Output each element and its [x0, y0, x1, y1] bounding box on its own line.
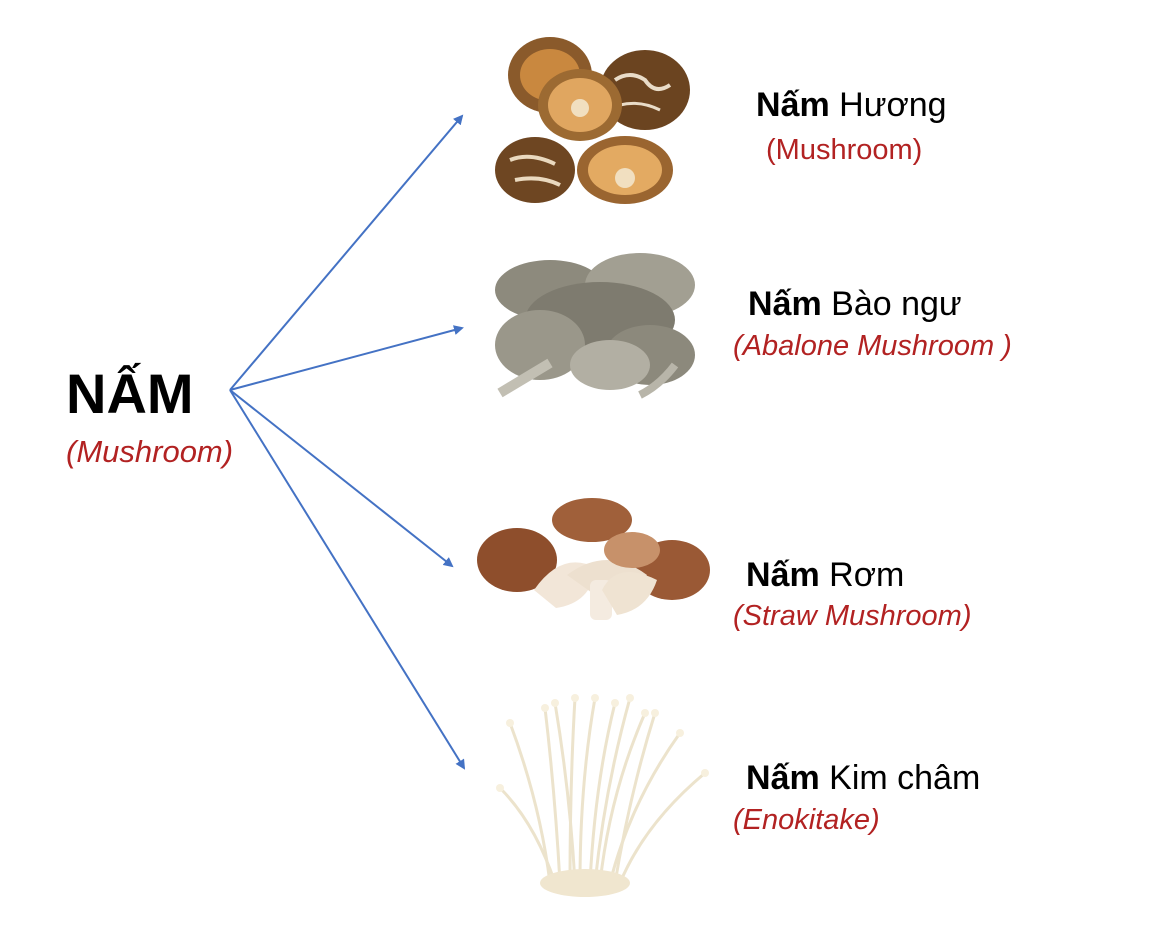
oyster-mushroom-image: [495, 253, 695, 399]
branch-4-label: Nấm Kim châm: [746, 761, 980, 795]
branch-4-name: Kim châm: [819, 759, 981, 797]
branch-1-bold: Nấm: [756, 86, 830, 124]
branch-2-name: Bào ngư: [821, 285, 962, 323]
branch-3-english: (Straw Mushroom): [733, 600, 972, 632]
arrow-to-rom: [229, 389, 454, 568]
branch-1-name: Hương: [829, 86, 947, 124]
shiitake-mushroom-image: [495, 37, 690, 204]
enoki-mushroom-image: [496, 694, 709, 897]
branch-1-english: (Mushroom): [766, 134, 923, 166]
branch-1-label: Nấm Hương: [756, 88, 947, 122]
branch-3-name: Rơm: [819, 556, 905, 594]
arrow-to-bao-ngu: [229, 325, 464, 391]
arrow-to-kim-cham: [229, 389, 466, 770]
branch-4-english: (Enokitake): [733, 804, 880, 836]
straw-mushroom-image: [477, 498, 710, 620]
branch-3-label: Nấm Rơm: [746, 558, 904, 592]
branch-3-bold: Nấm: [746, 556, 820, 594]
root-subtitle: (Mushroom): [66, 434, 234, 469]
branch-2-bold: Nấm: [748, 285, 822, 323]
root-title: NẤM: [66, 362, 194, 425]
branch-2-english: (Abalone Mushroom ): [733, 330, 1012, 362]
branch-2-label: Nấm Bào ngư: [748, 287, 962, 321]
arrow-to-huong: [229, 114, 464, 391]
branch-4-bold: Nấm: [746, 759, 820, 797]
